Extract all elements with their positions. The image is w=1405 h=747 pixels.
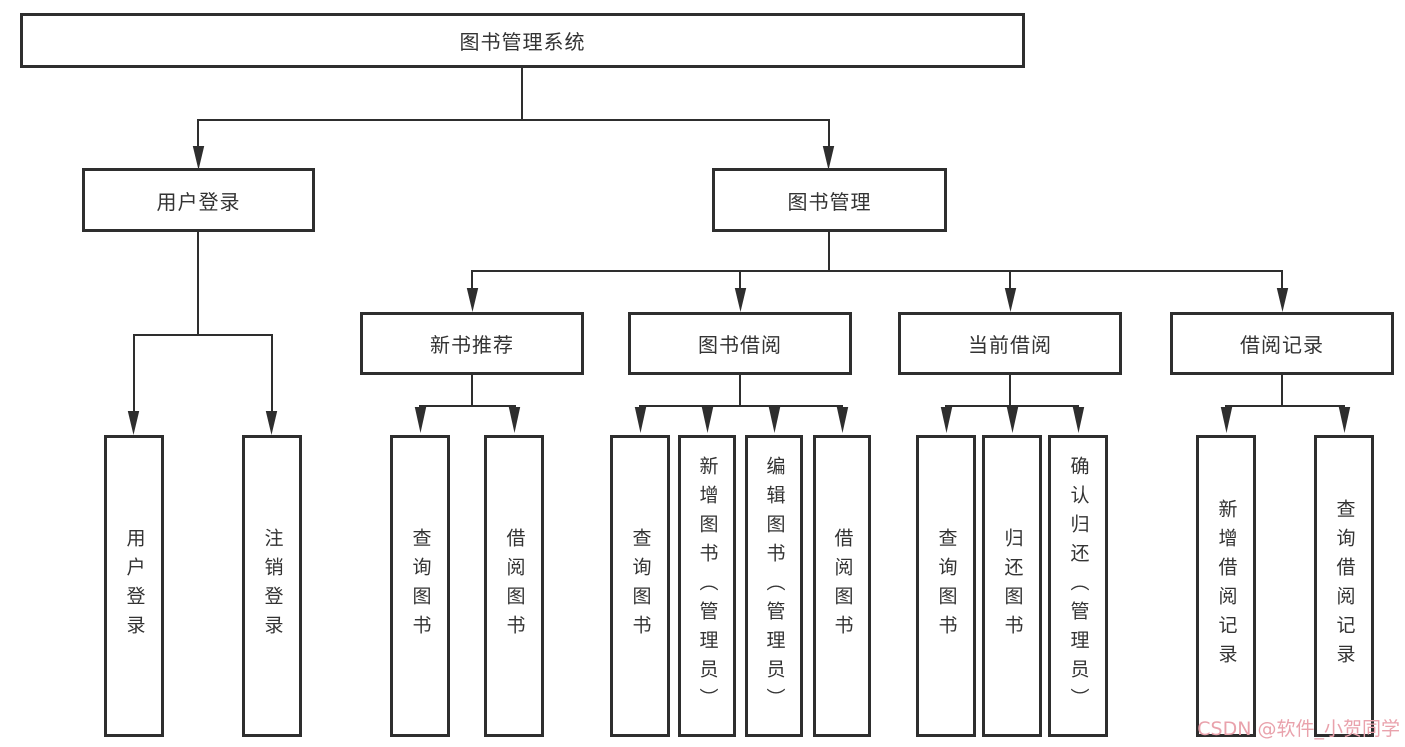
- arrowhead-down-icon: [1338, 407, 1351, 433]
- arrowhead-down-icon: [701, 407, 714, 433]
- arrowhead-down-icon: [634, 407, 647, 433]
- leaf-logout: 注销登录: [242, 435, 302, 737]
- leaf-query-book-3: 查询图书: [916, 435, 976, 737]
- connector-line: [639, 405, 843, 407]
- leaf-add-borrow-record-label: 新增借阅记录: [1215, 499, 1238, 673]
- leaf-user-login: 用户登录: [104, 435, 164, 737]
- arrowhead-down-icon: [1276, 288, 1289, 312]
- arrowhead-down-icon: [1004, 288, 1017, 312]
- leaf-return-book-label: 归还图书: [1001, 528, 1024, 644]
- leaf-user-login-label: 用户登录: [123, 528, 146, 644]
- connector-line: [828, 119, 830, 148]
- node-borrow-record: 借阅记录: [1170, 312, 1394, 375]
- connector-line: [945, 405, 1079, 407]
- node-new-book-recommend-label: 新书推荐: [430, 333, 514, 357]
- arrowhead-down-icon: [1220, 407, 1233, 433]
- arrowhead-down-icon: [822, 146, 835, 170]
- node-book-borrow-label: 图书借阅: [698, 333, 782, 357]
- connector-line: [197, 119, 829, 121]
- connector-line: [1281, 375, 1283, 407]
- connector-line: [197, 232, 199, 336]
- leaf-confirm-return-admin: 确认归还（管理员）: [1048, 435, 1108, 737]
- arrowhead-down-icon: [940, 407, 953, 433]
- leaf-return-book: 归还图书: [982, 435, 1042, 737]
- connector-line: [739, 375, 741, 407]
- leaf-query-book-2: 查询图书: [610, 435, 670, 737]
- leaf-query-book-1-label: 查询图书: [409, 528, 432, 644]
- arrowhead-down-icon: [1072, 407, 1085, 433]
- arrowhead-down-icon: [192, 146, 205, 170]
- node-book-borrow: 图书借阅: [628, 312, 852, 375]
- leaf-query-book-3-label: 查询图书: [935, 528, 958, 644]
- arrowhead-down-icon: [508, 407, 521, 433]
- leaf-borrow-book-2: 借阅图书: [813, 435, 871, 737]
- connector-line: [133, 334, 135, 411]
- arrowhead-down-icon: [466, 288, 479, 312]
- connector-line: [1009, 375, 1011, 407]
- node-root-label: 图书管理系统: [459, 30, 586, 54]
- arrowhead-down-icon: [414, 407, 427, 433]
- leaf-query-borrow-record-label: 查询借阅记录: [1333, 499, 1356, 673]
- arrowhead-down-icon: [127, 411, 140, 435]
- leaf-borrow-book-2-label: 借阅图书: [831, 528, 854, 644]
- connector-line: [1225, 405, 1345, 407]
- arrowhead-down-icon: [734, 288, 747, 312]
- node-new-book-recommend: 新书推荐: [360, 312, 584, 375]
- node-borrow-record-label: 借阅记录: [1240, 333, 1324, 357]
- connector-line: [1281, 270, 1283, 290]
- leaf-query-borrow-record: 查询借阅记录: [1314, 435, 1374, 737]
- connector-line: [471, 270, 1283, 272]
- leaf-edit-book-admin: 编辑图书（管理员）: [745, 435, 803, 737]
- connector-line: [133, 334, 273, 336]
- connector-line: [739, 270, 741, 290]
- connector-line: [419, 405, 516, 407]
- node-current-borrow: 当前借阅: [898, 312, 1122, 375]
- leaf-add-borrow-record: 新增借阅记录: [1196, 435, 1256, 737]
- leaf-query-book-1: 查询图书: [390, 435, 450, 737]
- leaf-logout-label: 注销登录: [261, 528, 284, 644]
- connector-line: [1009, 270, 1011, 290]
- leaf-borrow-book-1: 借阅图书: [484, 435, 544, 737]
- connector-line: [271, 334, 273, 411]
- node-book-management-label: 图书管理: [787, 189, 872, 214]
- node-current-borrow-label: 当前借阅: [968, 333, 1052, 357]
- connector-line: [828, 232, 830, 272]
- connector-line: [521, 68, 523, 121]
- leaf-borrow-book-1-label: 借阅图书: [503, 528, 526, 644]
- leaf-edit-book-admin-label: 编辑图书（管理员）: [763, 455, 786, 717]
- arrowhead-down-icon: [836, 407, 849, 433]
- leaf-add-book-admin: 新增图书（管理员）: [678, 435, 736, 737]
- connector-line: [197, 119, 199, 148]
- leaf-query-book-2-label: 查询图书: [629, 528, 652, 644]
- leaf-confirm-return-admin-label: 确认归还（管理员）: [1067, 455, 1090, 717]
- node-root: 图书管理系统: [20, 13, 1025, 68]
- arrowhead-down-icon: [1006, 407, 1019, 433]
- connector-line: [471, 270, 473, 290]
- node-user-login-label: 用户登录: [156, 189, 241, 214]
- arrowhead-down-icon: [768, 407, 781, 433]
- arrowhead-down-icon: [265, 411, 278, 435]
- node-book-management: 图书管理: [712, 168, 947, 232]
- csdn-watermark: CSDN @软件_小贺同学: [1197, 718, 1400, 740]
- leaf-add-book-admin-label: 新增图书（管理员）: [696, 455, 719, 717]
- connector-line: [471, 375, 473, 407]
- node-user-login: 用户登录: [82, 168, 315, 232]
